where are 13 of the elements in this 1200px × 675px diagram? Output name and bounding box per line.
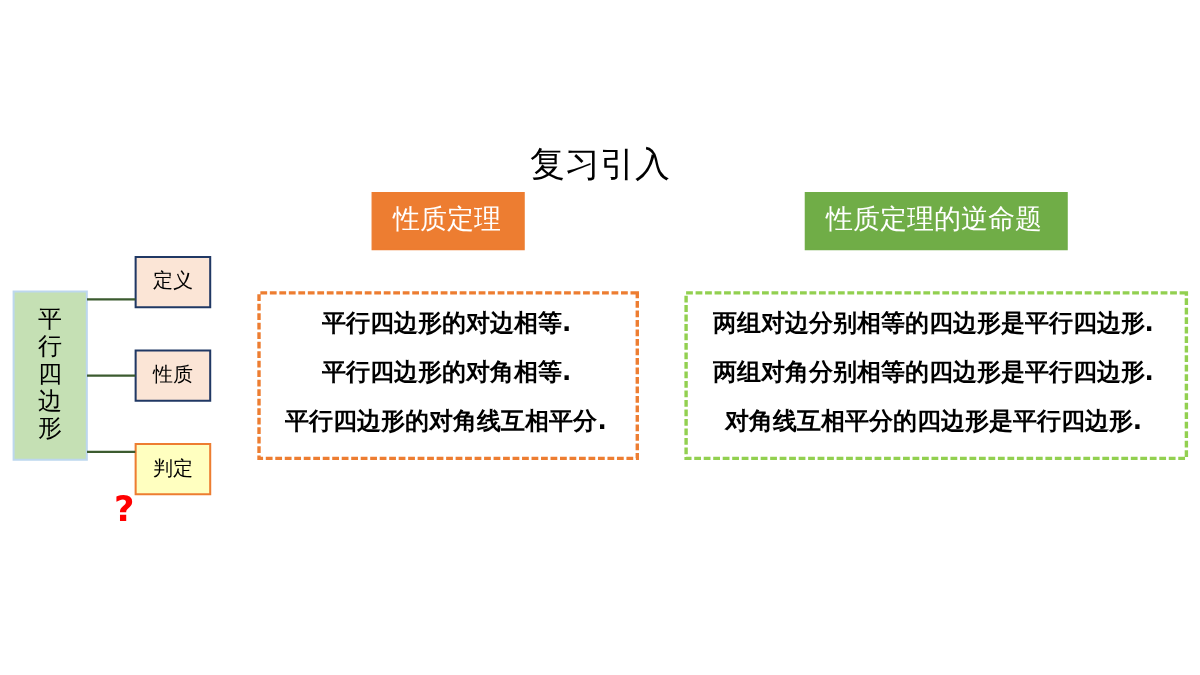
node-box: 判定	[134, 442, 212, 495]
node-box: 平行四边形	[12, 290, 88, 461]
connector	[87, 450, 136, 453]
connector	[87, 374, 136, 377]
node-box: 性质定理	[371, 191, 525, 250]
diagram-title: 复习引入	[530, 142, 670, 184]
node-box: 性质	[134, 349, 212, 402]
node-box: 两组对边分别相等的四边形是平行四边形. 两组对角分别相等的四边形是平行四边形. 对角线互相平分的四边形是平行四边形.	[684, 290, 1189, 460]
connector	[87, 297, 136, 300]
node-label: ?	[113, 487, 135, 529]
node-box: 定义	[134, 255, 212, 308]
node-box: 性质定理的逆命题	[804, 191, 1068, 250]
node-box: 平行四边形的对边相等. 平行四边形的对角相等. 平行四边形的对角线互相平分.	[257, 290, 639, 460]
